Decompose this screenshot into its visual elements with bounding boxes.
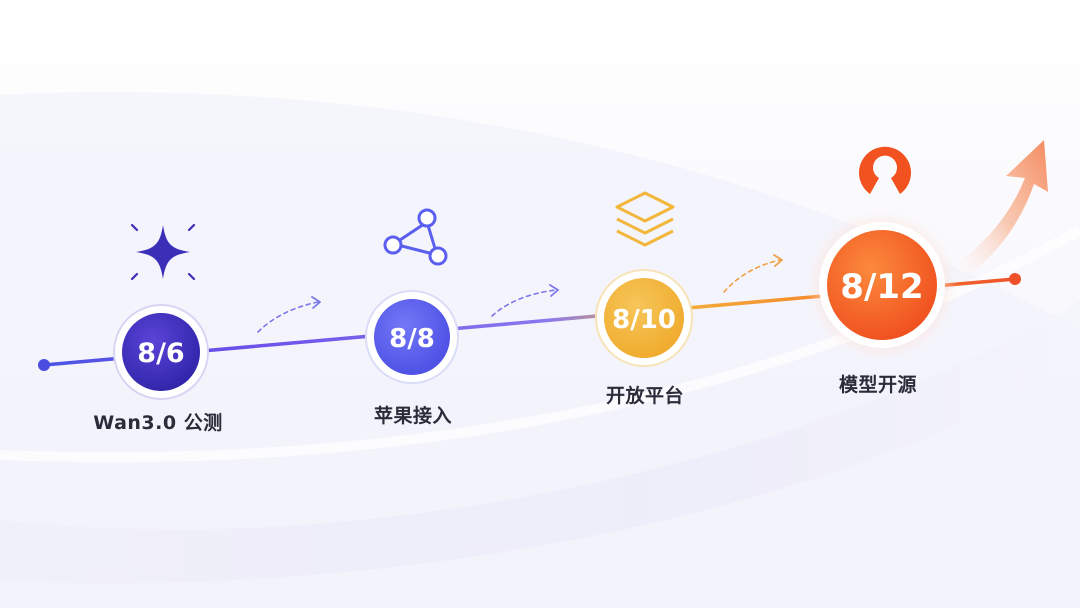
milestone-8-6: 8/6 <box>113 304 209 400</box>
dashed-arrowhead <box>311 254 783 309</box>
milestone-label: 苹果接入 <box>373 405 453 427</box>
share-network-icon <box>383 208 448 266</box>
sparkle-icon <box>130 223 196 281</box>
milestone-8-8: 8/8 <box>365 290 459 384</box>
milestone-label: 模型开源 <box>838 374 918 396</box>
milestone-8-12: 8/12 <box>806 209 958 361</box>
background-swoosh-band <box>0 300 1080 584</box>
layers-stack-icon <box>615 191 675 247</box>
milestone-8-10: 8/10 <box>595 269 693 367</box>
dashed-arrow <box>723 259 781 293</box>
dashed-arrow <box>257 289 557 333</box>
milestone-date: 8/8 <box>389 324 435 354</box>
milestone-date: 8/6 <box>137 338 184 369</box>
milestone-label: 开放平台 <box>605 385 685 407</box>
timeline-end-dot <box>1009 273 1021 285</box>
open-source-icon <box>859 146 912 194</box>
milestone-date: 8/10 <box>612 305 676 335</box>
milestone-date: 8/12 <box>840 267 923 307</box>
milestone-label: Wan3.0 公测 <box>93 412 223 434</box>
timeline-start-dot <box>38 359 50 371</box>
rising-arrow-icon <box>950 140 1048 285</box>
